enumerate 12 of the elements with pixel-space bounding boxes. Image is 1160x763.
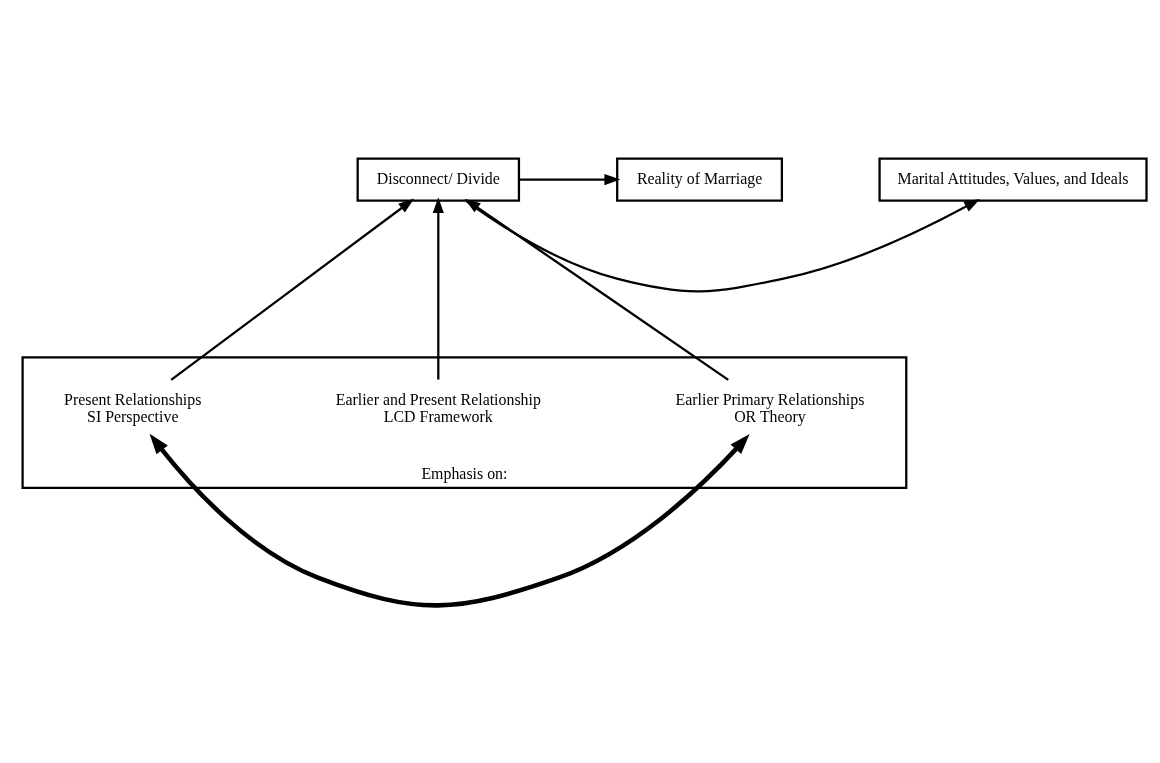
node-box: Reality of Marriage [616, 156, 784, 202]
node-text: Earlier and Present Relationship LCD Framework [335, 390, 541, 425]
arrow [432, 196, 444, 380]
node-box: Disconnect/ Divide [356, 156, 521, 202]
node-box: Marital Attitudes, Values, and Ideals [878, 156, 1148, 202]
node-text: Present Relationships SI Perspective [64, 390, 202, 425]
arrow [465, 198, 981, 292]
arrow [464, 198, 729, 381]
arrow [149, 433, 750, 608]
arrow [170, 198, 415, 381]
arrow [519, 173, 621, 185]
node-text: Earlier Primary Relationships OR Theory [675, 390, 865, 425]
